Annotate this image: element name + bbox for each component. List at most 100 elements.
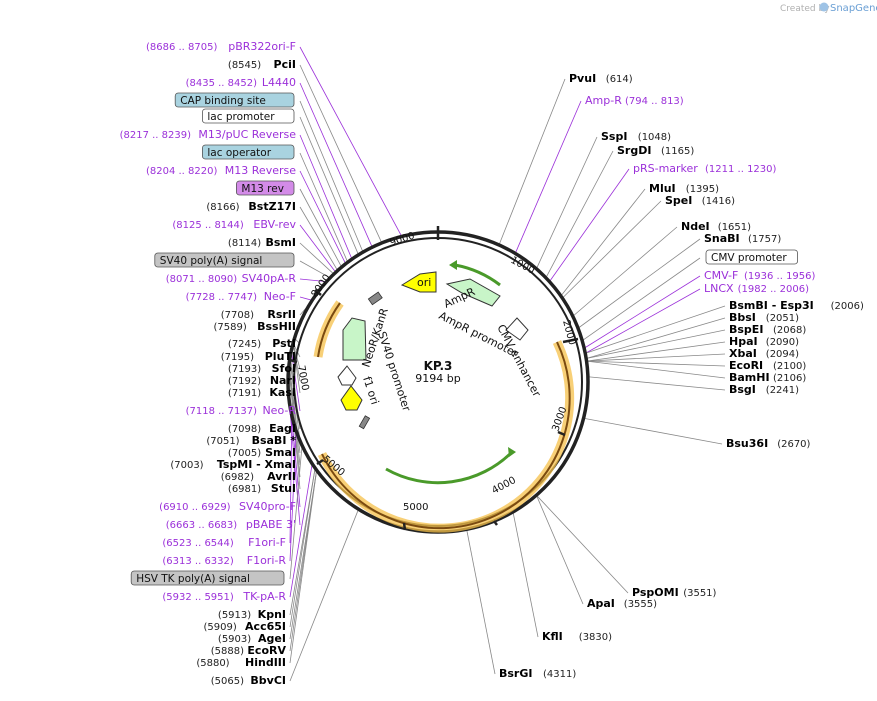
leader-line-right: [587, 376, 726, 391]
enzyme-label: EagI: [269, 422, 296, 435]
leader-line-left: [299, 64, 383, 244]
leader-line-left: [299, 46, 403, 237]
tick-4000: 4000: [490, 475, 518, 497]
site-position: (5913): [218, 610, 251, 621]
snapgene-logo: SnapGene: [819, 2, 877, 14]
site-position: (1757): [748, 234, 781, 245]
site-position: (7728 .. 7747): [186, 292, 258, 303]
primer-label: SV40pA-R: [242, 272, 297, 285]
enzyme-label: BbvCI: [250, 674, 286, 687]
site-position: (3555): [624, 599, 657, 610]
site-position: (7589): [214, 322, 247, 333]
primer-label: Neo-F: [264, 290, 296, 303]
primer-label: F1ori-F: [248, 536, 286, 549]
enzyme-label: BamHI: [729, 371, 770, 384]
tick-5000: 5000: [403, 502, 428, 513]
site-position: (8166): [206, 202, 239, 213]
site-position: (8217 .. 8239): [120, 130, 192, 141]
primer-label: SV40pro-F: [239, 500, 296, 513]
site-position: (8071 .. 8090): [166, 274, 238, 285]
orf-arc-small: [313, 300, 344, 358]
leader-line-right: [585, 288, 701, 354]
enzyme-label: BbsI: [729, 311, 756, 324]
left-labels: pBR322ori-F(8686 .. 8705)PciI(8545)L4440…: [120, 40, 297, 687]
feature-box: [174, 92, 295, 108]
site-position: (2094): [766, 349, 799, 360]
leader-line-right: [583, 275, 701, 349]
leader-line-right: [562, 200, 662, 299]
leader-line-left: [299, 296, 313, 301]
leader-line-right: [577, 238, 701, 329]
enzyme-label: AvrII: [267, 470, 296, 483]
green-arc-bottom-head: [508, 447, 516, 457]
primer-label: EBV-rev: [253, 218, 296, 231]
site-position: (8204 .. 8220): [146, 166, 218, 177]
leader-line-right: [514, 100, 582, 254]
leader-line-left: [299, 242, 335, 275]
f1-ori-label: f1 ori: [360, 375, 381, 406]
leader-line-left: [289, 467, 316, 628]
site-position: (5065): [211, 676, 244, 687]
leader-line-left: [289, 463, 313, 598]
enzyme-label: SrgDI: [617, 144, 651, 157]
feature-box: [201, 108, 295, 124]
leader-line-right: [536, 495, 584, 605]
leader-line-left: [299, 188, 342, 268]
enzyme-label: Acc65I: [245, 620, 286, 633]
leader-line-left: [289, 415, 293, 544]
enzyme-label: KasI: [269, 386, 296, 399]
site-position: (3551): [683, 588, 716, 599]
leader-line-right: [536, 494, 629, 594]
leader-line-left: [288, 363, 301, 466]
green-arc-top: [454, 263, 501, 287]
tick-7000: 7000: [295, 365, 310, 392]
site-position: (1395): [686, 184, 719, 195]
site-position: (2051): [766, 313, 799, 324]
site-position: (794 .. 813): [625, 96, 684, 107]
enzyme-label: SspI: [601, 130, 627, 143]
sv40-promoter-arrow: [337, 365, 357, 386]
enzyme-label: StuI: [271, 482, 296, 495]
primer-label: F1ori-R: [247, 554, 287, 567]
leader-line-right: [498, 78, 566, 246]
small-gray-feature: [367, 291, 383, 306]
site-position: (5888): [211, 646, 244, 657]
feature-label: lac promoter: [207, 111, 275, 123]
enzyme-label: HpaI: [729, 335, 758, 348]
site-position: (7003): [170, 460, 203, 471]
site-position: (1936 .. 1956): [744, 271, 816, 282]
primer-label: pBR322ori-F: [228, 40, 296, 53]
site-position: (1165): [661, 146, 694, 157]
site-position: (7192): [228, 376, 261, 387]
leader-line-right: [586, 329, 726, 359]
leader-line-left: [299, 278, 327, 283]
primer-label: M13/pUC Reverse: [198, 128, 296, 141]
leader-line-right: [586, 341, 726, 362]
tick-marks: [289, 226, 579, 531]
leader-line-right: [586, 360, 726, 379]
site-position: (2670): [777, 439, 810, 450]
feature-label: lac operator: [207, 147, 271, 159]
cmv-enhancer-arrow: [505, 317, 529, 341]
ampr-arrow: [445, 278, 501, 307]
leader-line-right: [536, 136, 598, 269]
site-position: (2100): [773, 361, 806, 372]
enzyme-label: BsaBI *: [252, 434, 297, 447]
ori-arrow: [400, 271, 437, 293]
feature-label: CAP binding site: [180, 95, 266, 107]
enzyme-label: MluI: [649, 182, 676, 195]
leader-line-left: [299, 206, 338, 271]
enzyme-label: PvuI: [569, 72, 596, 85]
primer-label: Amp-R: [585, 94, 622, 107]
site-position: (6663 .. 6683): [166, 520, 238, 531]
leader-line-left: [299, 224, 337, 273]
leader-line-right: [586, 317, 726, 359]
leader-line-left: [289, 430, 297, 562]
leader-line-right: [512, 511, 539, 638]
enzyme-label: SfoI: [272, 362, 296, 375]
site-position: (6313 .. 6332): [162, 556, 234, 567]
enzyme-label: KpnI: [258, 608, 286, 621]
tick-9000: 9000: [389, 231, 417, 249]
feature-box: [235, 180, 295, 196]
